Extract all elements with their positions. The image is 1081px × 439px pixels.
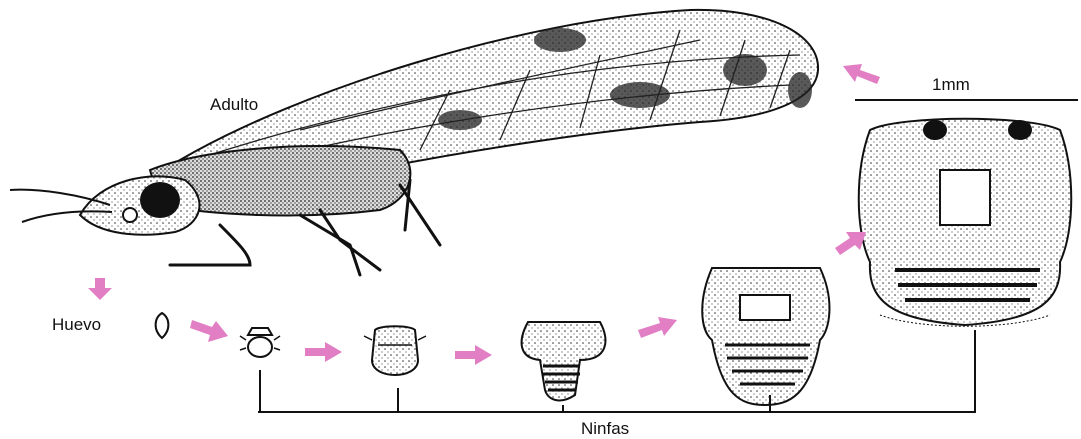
label-scale: 1mm xyxy=(932,75,970,94)
label-nymphs: Ninfas xyxy=(581,419,629,438)
nymph-instar-5 xyxy=(859,119,1072,327)
arrow-instar-5-to-adult xyxy=(843,64,880,84)
nymph-instar-1 xyxy=(240,328,280,357)
adult-head xyxy=(80,176,199,234)
arrow-egg-to-instar-1 xyxy=(190,320,228,342)
arrow-instar-1-to-2 xyxy=(305,342,342,362)
adult-eye xyxy=(140,182,180,218)
nymph-instar-3 xyxy=(522,322,606,400)
arrow-instar-2-to-3 xyxy=(455,345,492,365)
arrow-instar-3-to-4 xyxy=(638,317,677,338)
nymphs-bracket xyxy=(258,330,976,412)
nymph-instar-4 xyxy=(702,268,829,405)
egg-icon xyxy=(156,313,169,338)
adult-insect xyxy=(10,10,818,275)
nymph-instar-2 xyxy=(364,326,426,375)
label-egg: Huevo xyxy=(52,315,101,334)
arrow-instar-4-to-5 xyxy=(835,232,866,255)
arrow-adult-to-egg xyxy=(88,278,112,300)
label-adult: Adulto xyxy=(210,95,258,114)
